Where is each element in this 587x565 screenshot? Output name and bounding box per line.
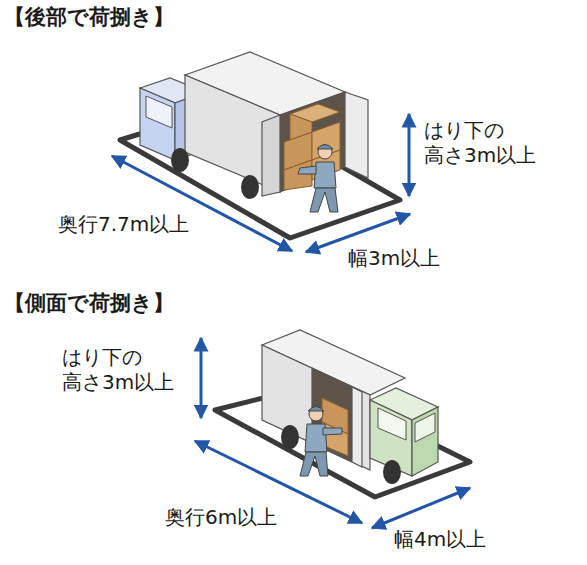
worker-cap <box>308 407 324 412</box>
worker <box>298 145 338 213</box>
height-arrow <box>408 114 411 196</box>
rear-door <box>345 92 368 178</box>
worker-head <box>309 407 323 421</box>
section-heading: 【後部で荷捌き】 <box>4 4 174 30</box>
worker-arm <box>298 166 316 174</box>
box-side <box>262 345 370 470</box>
box-opening <box>280 92 345 192</box>
cargo-box <box>290 114 312 140</box>
side-scene <box>195 330 470 528</box>
label-line: 【側面で荷捌き】 <box>4 290 174 316</box>
label-line: 幅4m以上 <box>394 527 486 552</box>
label-line: はり下の <box>424 118 536 143</box>
worker-arm <box>323 428 342 435</box>
width-label: 幅3m以上 <box>348 246 440 271</box>
height-arrow <box>200 338 203 418</box>
width-label: 幅4m以上 <box>394 527 486 552</box>
worker-cap <box>317 145 333 150</box>
label-line: 高さ3m以上 <box>424 143 536 168</box>
label-line: 【後部で荷捌き】 <box>4 4 174 30</box>
section-heading: 【側面で荷捌き】 <box>4 290 174 316</box>
label-line: 幅3m以上 <box>348 246 440 271</box>
wheel <box>383 460 401 484</box>
worker-legs <box>300 452 328 476</box>
cab-side <box>140 88 175 160</box>
cab-window <box>146 96 172 128</box>
cargo-box <box>284 160 312 190</box>
rear-door <box>262 115 280 196</box>
label-line: 奥行7.7m以上 <box>58 212 189 237</box>
worker-legs <box>310 188 338 212</box>
label-line: 高さ3m以上 <box>62 370 174 395</box>
wheel <box>171 148 189 172</box>
label-line: 奥行6m以上 <box>165 505 277 530</box>
side-door <box>352 387 362 467</box>
worker <box>300 407 342 477</box>
cargo-box <box>322 398 348 434</box>
depth-label: 奥行7.7m以上 <box>58 212 189 237</box>
cab-window <box>378 408 406 440</box>
wheel <box>281 425 299 449</box>
wheel <box>241 175 259 199</box>
cab-front <box>412 407 438 476</box>
height-label: はり下の 高さ3m以上 <box>424 118 536 168</box>
worker-head <box>318 145 332 159</box>
label-line: はり下の <box>62 345 174 370</box>
width-arrow <box>372 488 470 528</box>
depth-label: 奥行6m以上 <box>165 505 277 530</box>
windshield <box>415 413 435 442</box>
worker-body <box>314 162 336 188</box>
depth-arrow <box>112 156 292 251</box>
height-label: はり下の 高さ3m以上 <box>62 345 174 395</box>
